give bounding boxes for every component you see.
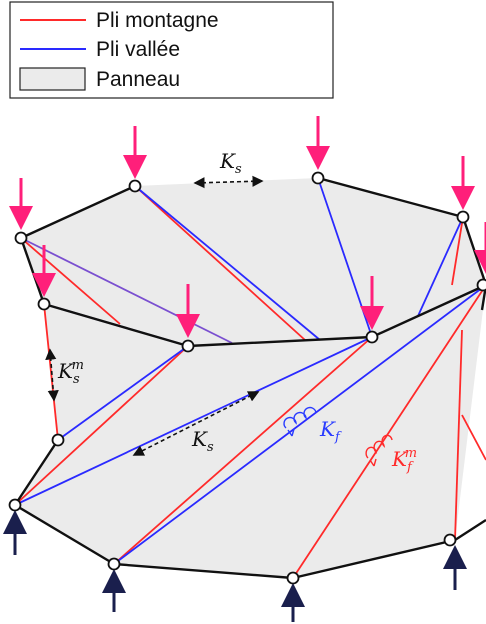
label-kfm: Kfm <box>391 446 417 475</box>
node <box>286 571 300 585</box>
mountain-fold <box>20 237 121 325</box>
node <box>181 339 195 353</box>
node <box>456 210 470 224</box>
spring-ksm-left <box>45 348 59 402</box>
valley-fold <box>57 345 189 441</box>
node <box>37 297 51 311</box>
label-ks-mid: Ks <box>191 427 214 455</box>
label-kf: Kf <box>319 417 342 445</box>
legend-label-valley: Pli vallée <box>96 38 180 61</box>
label-ks-top: Ks <box>219 149 242 177</box>
valley-fold <box>134 185 321 341</box>
support-arrows <box>3 510 467 622</box>
rotational-spring-kf <box>283 406 317 437</box>
nodes <box>8 171 486 585</box>
node <box>51 433 65 447</box>
mountain-fold <box>14 345 189 506</box>
legend-label-panel: Panneau <box>96 68 180 91</box>
node <box>311 171 325 185</box>
mountain-fold <box>461 414 486 461</box>
mountain-fold <box>134 185 306 341</box>
load-arrows <box>9 116 486 338</box>
node <box>443 533 457 547</box>
valley-fold <box>417 216 464 317</box>
spring-ks-mid <box>132 391 260 456</box>
edge <box>13 439 486 580</box>
rotational-spring-kfm <box>365 434 393 467</box>
panel-top-ring <box>21 178 486 346</box>
node <box>128 179 142 193</box>
mountain-fold <box>292 284 486 579</box>
panels <box>15 178 486 578</box>
legend: Pli montagne Pli vallée Panneau <box>9 1 334 99</box>
legend-label-mountain: Pli montagne <box>96 9 219 32</box>
node <box>107 557 121 571</box>
panel-swatch <box>19 67 86 91</box>
mountain-fold <box>454 329 463 541</box>
node <box>14 231 28 245</box>
node <box>8 498 22 512</box>
label-ksm-left: Ksm <box>57 358 84 387</box>
edge <box>20 184 136 240</box>
mountain-fold <box>451 216 464 286</box>
node <box>476 278 486 292</box>
node <box>365 330 379 344</box>
valley-fold <box>113 284 486 565</box>
